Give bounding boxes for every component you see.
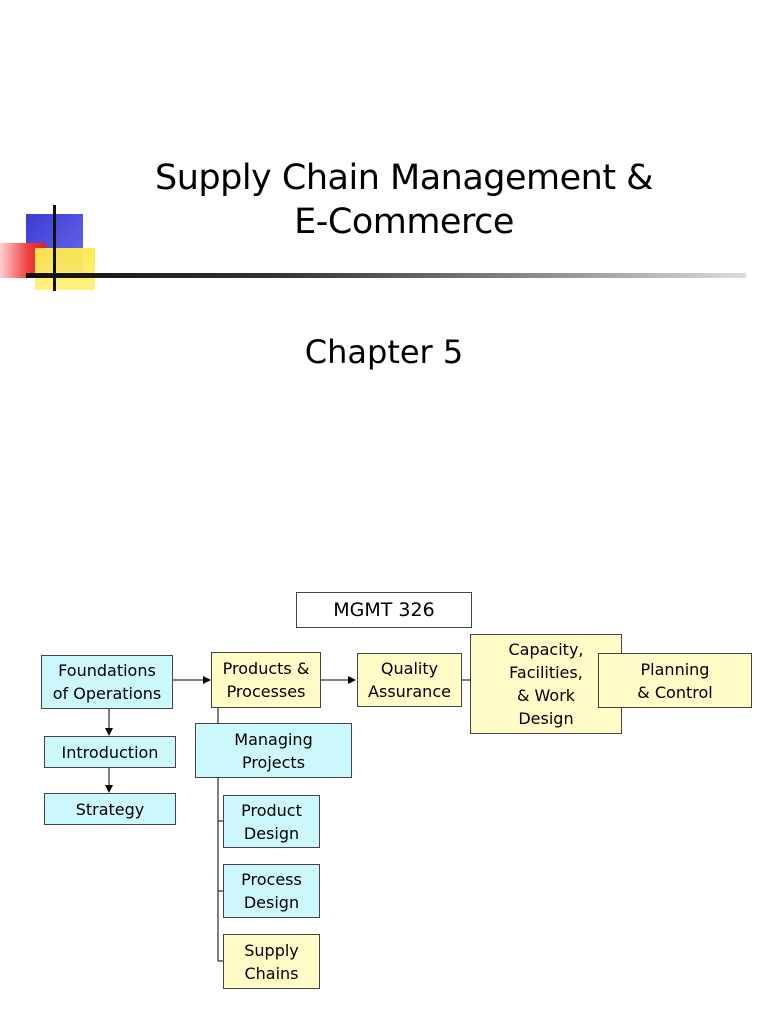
node-products-and-processes: Products & Processes xyxy=(211,652,321,708)
slide-subtitle: Chapter 5 xyxy=(304,333,464,371)
node-strategy: Strategy xyxy=(44,793,176,825)
slide-title-line-2: E-Commerce xyxy=(294,202,514,242)
node-capacity-facilities-work-design: Capacity, Facilities, & Work Design xyxy=(470,634,622,734)
node-quality-assurance: Quality Assurance xyxy=(357,653,462,707)
node-introduction: Introduction xyxy=(44,736,176,768)
course-code-box: MGMT 326 xyxy=(296,592,472,628)
slide-title-line-1: Supply Chain Management & xyxy=(155,158,653,198)
node-process-design: Process Design xyxy=(223,864,320,918)
decorative-yellow-square xyxy=(35,248,95,290)
node-managing-projects: Managing Projects xyxy=(195,723,352,778)
node-planning-and-control: Planning & Control xyxy=(598,653,752,708)
node-foundations-of-operations: Foundations of Operations xyxy=(41,655,173,709)
decorative-vertical-line xyxy=(53,205,56,291)
node-supply-chains: Supply Chains xyxy=(223,934,320,989)
title-underline-rule xyxy=(26,273,746,278)
node-product-design: Product Design xyxy=(223,795,320,848)
slide-title: Supply Chain Management & E-Commerce xyxy=(100,156,708,244)
